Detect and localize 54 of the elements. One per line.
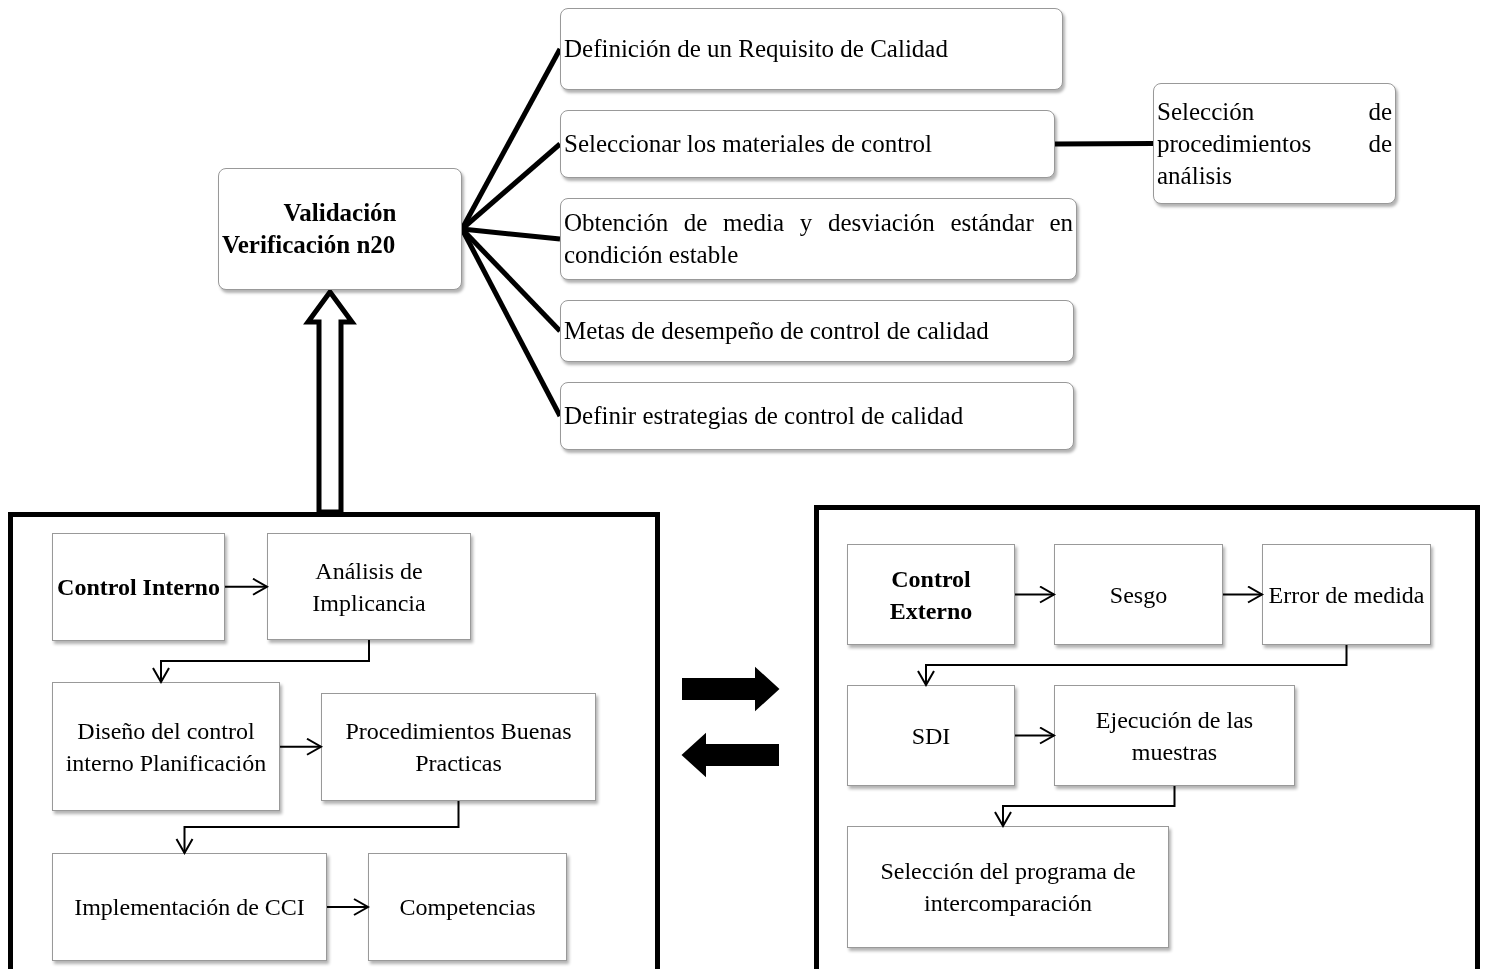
box-text: Control Externo bbox=[888, 564, 974, 626]
panel-box bbox=[8, 512, 660, 969]
box-text: Implementación de CCI bbox=[73, 893, 306, 922]
step-box bbox=[560, 198, 1077, 280]
arrow bbox=[326, 898, 369, 916]
arrow bbox=[917, 644, 1348, 686]
process-box bbox=[847, 544, 1015, 645]
process-box bbox=[368, 853, 567, 961]
arrow bbox=[1014, 726, 1055, 745]
arrow bbox=[279, 737, 322, 756]
arrow bbox=[1222, 585, 1263, 604]
step-box bbox=[560, 110, 1055, 178]
panel-box bbox=[814, 505, 1480, 969]
box-text: Diseño del control interno Planificación bbox=[64, 716, 268, 778]
box-text: Metas de desempeño de control de calidad bbox=[564, 316, 990, 346]
box-text: SDI bbox=[910, 721, 952, 751]
block-arrow bbox=[681, 732, 779, 778]
process-box bbox=[847, 826, 1169, 948]
arrow bbox=[994, 785, 1176, 827]
box-text: Selección del programa de intercomparación bbox=[879, 857, 1137, 918]
step-box bbox=[560, 8, 1063, 90]
box-text: Control Interno bbox=[56, 573, 221, 602]
step-box bbox=[560, 382, 1074, 450]
connector-line bbox=[1055, 141, 1153, 147]
process-box bbox=[847, 685, 1015, 786]
block-arrow bbox=[303, 287, 357, 515]
process-box bbox=[52, 682, 280, 811]
title-box bbox=[218, 168, 462, 290]
step-box bbox=[1153, 83, 1396, 204]
block-arrow bbox=[682, 666, 780, 712]
arrow bbox=[224, 577, 268, 596]
process-box bbox=[1054, 544, 1223, 645]
box-text: Error de medida bbox=[1267, 580, 1426, 610]
arrow bbox=[175, 800, 460, 854]
box-text: Selección de procedimientos de análisis bbox=[1157, 96, 1392, 191]
box-text: Seleccionar los materiales de control bbox=[564, 129, 933, 159]
box-text: Análisis de Implicancia bbox=[311, 556, 427, 618]
box-text: Procedimientos Buenas Practicas bbox=[344, 717, 573, 778]
box-text: Validación Verificación n20 bbox=[222, 198, 398, 260]
box-text: Definir estrategias de control de calidad bbox=[564, 401, 965, 431]
process-box bbox=[321, 693, 596, 801]
process-box bbox=[267, 533, 471, 640]
box-text: Definición de un Requisito de Calidad bbox=[564, 34, 949, 64]
box-text: Obtención de media y desviación estándar en condición estable bbox=[564, 208, 1073, 270]
process-box bbox=[1054, 685, 1295, 786]
box-text: Competencias bbox=[398, 893, 537, 922]
step-box bbox=[560, 300, 1074, 362]
process-box bbox=[1262, 544, 1431, 645]
box-text: Sesgo bbox=[1108, 580, 1169, 610]
process-box bbox=[52, 533, 225, 641]
arrow bbox=[1014, 585, 1055, 604]
box-text: Ejecución de las muestras bbox=[1094, 705, 1255, 767]
process-box bbox=[52, 853, 327, 961]
arrow bbox=[152, 639, 370, 683]
